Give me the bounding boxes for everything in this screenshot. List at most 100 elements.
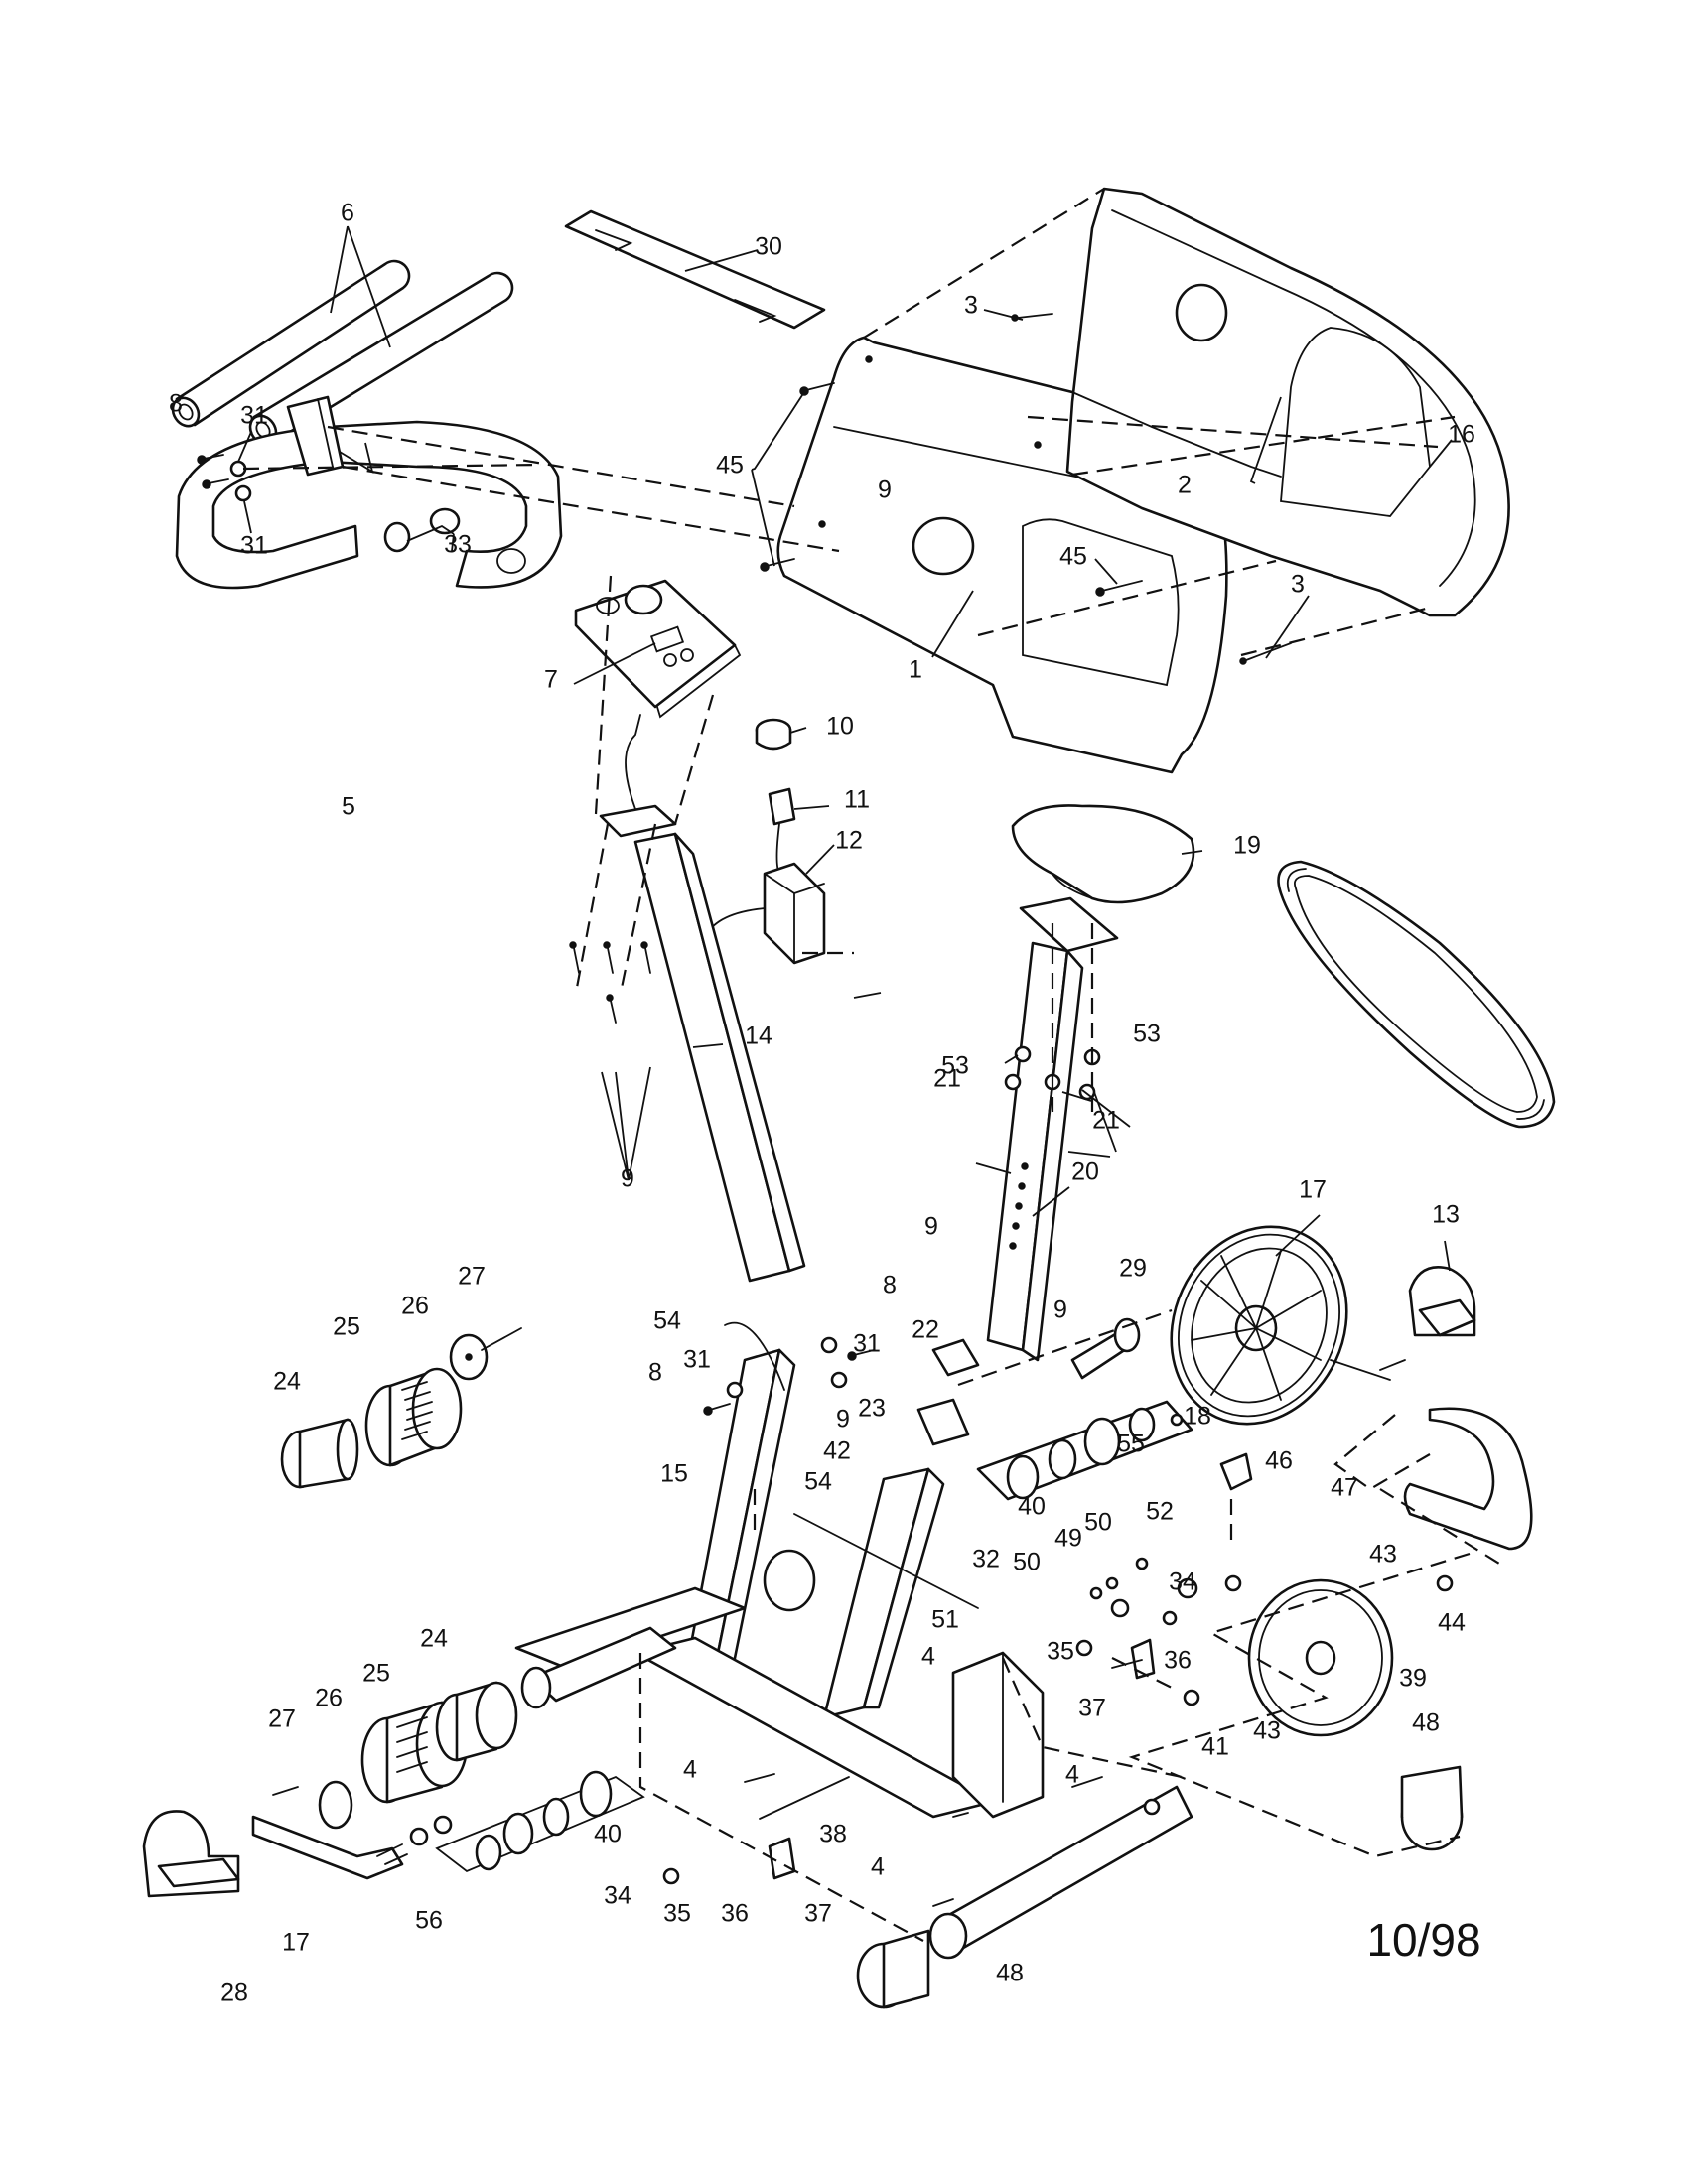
callout-12: 12: [835, 827, 863, 855]
callout-46: 46: [1265, 1447, 1293, 1475]
callout-10: 10: [826, 713, 854, 741]
callout-26: 26: [401, 1293, 429, 1320]
callout-29: 29: [1119, 1255, 1147, 1283]
pedal-left: [142, 1810, 240, 1898]
callout-labels: 1 2 3 3 4 4 4 4 5 6 7 8 8 8 9 9 9 9 9 10…: [169, 200, 1481, 2007]
callout-45: 45: [716, 452, 744, 479]
callout-51: 51: [931, 1606, 959, 1634]
callout-56: 56: [415, 1907, 443, 1935]
seat: [1011, 804, 1195, 904]
callout-2: 2: [1178, 472, 1192, 499]
callout-17: 17: [282, 1929, 310, 1957]
callout-17: 17: [1299, 1176, 1327, 1204]
idler-pulley: [1247, 1578, 1394, 1737]
callout-9: 9: [1053, 1297, 1067, 1324]
callout-28: 28: [220, 1979, 248, 2007]
callout-32: 32: [972, 1546, 1000, 1573]
foam-strip: [564, 209, 826, 330]
callout-41: 41: [1201, 1733, 1229, 1761]
callout-47: 47: [1331, 1474, 1358, 1502]
callout-8: 8: [648, 1359, 662, 1387]
callout-leaders: [237, 225, 1453, 1272]
callout-37: 37: [804, 1900, 832, 1928]
callout-53: 53: [1133, 1021, 1161, 1048]
callout-44: 44: [1438, 1609, 1466, 1637]
callout-43: 43: [1253, 1717, 1281, 1745]
callout-34: 34: [1169, 1569, 1196, 1596]
crank-arm-left: [251, 1815, 408, 1880]
callout-54: 54: [653, 1307, 681, 1335]
callout-36: 36: [721, 1900, 749, 1928]
callout-38: 38: [819, 1821, 847, 1848]
callout-39: 39: [1399, 1665, 1427, 1693]
callout-35: 35: [663, 1900, 691, 1928]
callout-33: 33: [444, 531, 472, 559]
callout-15: 15: [660, 1460, 688, 1488]
date-stamp: 10/98: [1366, 1914, 1480, 1966]
pedal-right: [1379, 1266, 1476, 1371]
callout-40: 40: [594, 1821, 622, 1848]
callout-36: 36: [1164, 1647, 1192, 1675]
callout-23: 23: [858, 1395, 886, 1423]
callout-18: 18: [1184, 1403, 1211, 1431]
callout-34: 34: [604, 1882, 632, 1910]
callout-27: 27: [458, 1263, 486, 1291]
callout-31: 31: [683, 1346, 711, 1374]
main-frame: [514, 1348, 1045, 1819]
callout-54: 54: [804, 1468, 832, 1496]
callout-49: 49: [1054, 1525, 1082, 1553]
sensor-assembly: [704, 787, 826, 965]
small-parts-center: [916, 1317, 1141, 1446]
callout-14: 14: [745, 1023, 772, 1050]
callout-31: 31: [853, 1330, 881, 1358]
bearing-kit-lower: [435, 1770, 645, 1873]
callout-30: 30: [755, 233, 782, 261]
callout-9: 9: [836, 1406, 850, 1433]
callout-4: 4: [921, 1643, 935, 1671]
callout-50: 50: [1084, 1509, 1112, 1537]
callout-13: 13: [1432, 1201, 1460, 1229]
parts-artwork: [142, 187, 1556, 2009]
callout-3: 3: [964, 292, 978, 320]
callout-9: 9: [878, 477, 892, 504]
callout-16: 16: [1448, 421, 1475, 449]
callout-48: 48: [996, 1960, 1024, 1987]
axle-and-cable: [724, 1321, 979, 1820]
callout-55: 55: [1117, 1431, 1145, 1458]
console: [574, 579, 742, 719]
callout-24: 24: [273, 1368, 301, 1396]
end-caps-48: [856, 1765, 1464, 2009]
fastener-screws: [197, 454, 1143, 1907]
callout-45: 45: [1059, 543, 1087, 571]
upright-mast: [599, 714, 806, 1283]
callout-27: 27: [268, 1706, 296, 1733]
callout-8: 8: [169, 390, 183, 418]
drive-belt: [1277, 860, 1556, 1129]
callout-11: 11: [844, 786, 870, 814]
callout-8: 8: [883, 1272, 897, 1299]
callout-21: 21: [1092, 1107, 1120, 1135]
callout-37: 37: [1078, 1695, 1106, 1722]
callout-6: 6: [341, 200, 354, 227]
callout-20: 20: [1071, 1159, 1099, 1186]
stabilizer-rear: [520, 1626, 677, 1709]
assembly-dashed-lines: [242, 188, 1500, 1942]
tension-knob: [755, 718, 792, 751]
idler-bracket: [1403, 1407, 1533, 1551]
callout-19: 19: [1233, 832, 1261, 860]
callout-26: 26: [315, 1685, 343, 1712]
wheel-set-upper: [280, 1327, 522, 1489]
foam-grip-tubes: [171, 259, 514, 446]
callout-4: 4: [683, 1756, 697, 1784]
callout-7: 7: [544, 666, 558, 694]
wheel-set-lower: [272, 1681, 518, 1830]
callout-25: 25: [333, 1313, 360, 1341]
callout-35: 35: [1047, 1638, 1074, 1666]
callout-25: 25: [362, 1660, 390, 1688]
callout-31: 31: [240, 532, 268, 560]
stabilizer-front: [928, 1785, 1193, 1960]
flywheel: [1170, 1225, 1391, 1426]
callout-52: 52: [1146, 1498, 1174, 1526]
callout-21: 21: [933, 1065, 961, 1093]
